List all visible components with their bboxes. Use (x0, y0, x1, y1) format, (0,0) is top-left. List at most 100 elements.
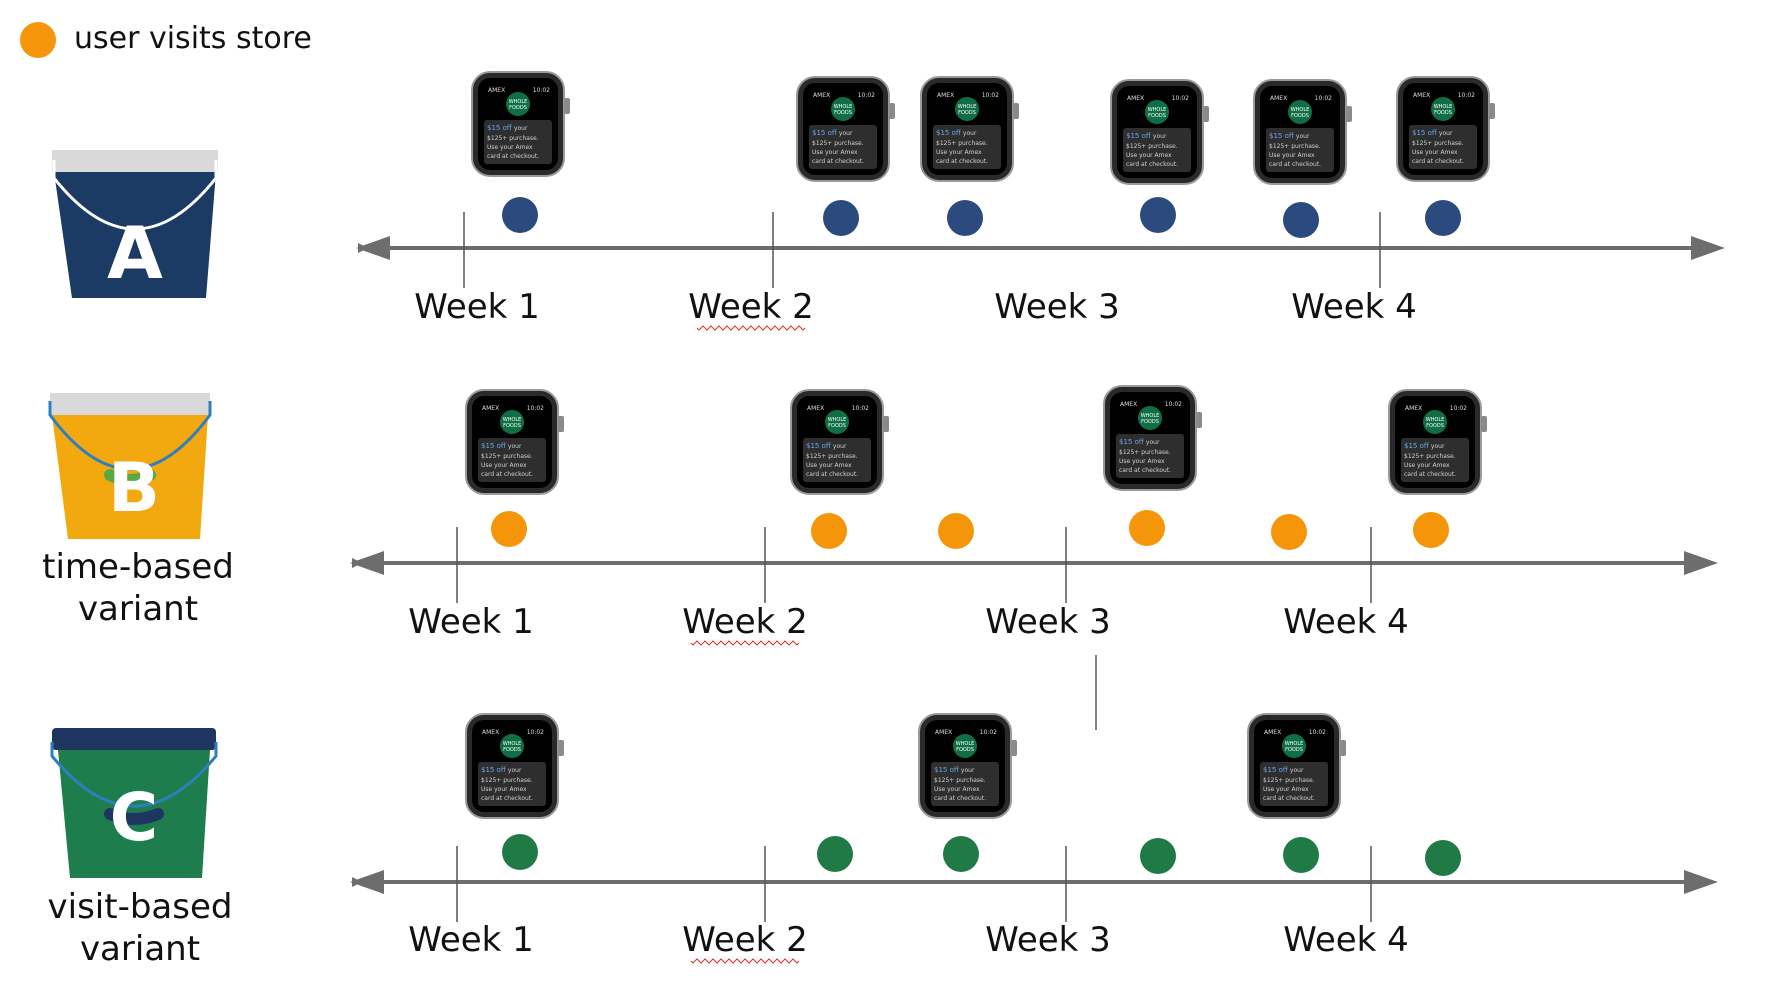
watch-offer-line1: $15 off your (1269, 132, 1310, 140)
timeline-c-visit-dot (943, 836, 979, 872)
watch-offer-line1: $15 off your (1412, 129, 1453, 137)
timeline-b-visit-dot (491, 511, 527, 547)
watch-carrier: AMEX (813, 92, 830, 99)
watch-offer-line1: $15 off your (1263, 766, 1304, 774)
watch-message-card (1260, 762, 1328, 806)
watch-message-card (931, 762, 999, 806)
whole-foods-logo-icon (506, 92, 530, 116)
watch-message-card (1401, 438, 1469, 482)
bucket-b-handle (48, 401, 212, 471)
watch-offer-highlight: $15 off (1412, 129, 1439, 137)
watch-offer-line3: Use your Amex (481, 786, 527, 793)
timeline-b-visit-dot (1271, 514, 1307, 550)
timeline-a-week-label: Week 3 (994, 287, 1120, 327)
watch-brand-line1: WHOLE (1141, 413, 1160, 419)
timeline-c-visit-dot (1425, 840, 1461, 876)
watch-brand-line2: FOODS (1426, 423, 1444, 429)
watch-offer-line3: Use your Amex (1412, 149, 1458, 156)
whole-foods-logo-icon (1423, 410, 1447, 434)
whole-foods-logo-icon (500, 410, 524, 434)
timeline-c-week-label: Week 3 (985, 920, 1111, 960)
watch-crown (1340, 740, 1346, 756)
timeline-a-visit-dot (947, 200, 983, 236)
watch-time: 10:02 (982, 92, 999, 99)
watch-offer-line1: $15 off your (812, 129, 853, 137)
timeline-b-visit-dot (1129, 510, 1165, 546)
whole-foods-logo-icon (1288, 100, 1312, 124)
watch-crown (564, 98, 570, 114)
timeline-c-visit-dot (1283, 837, 1319, 873)
watch-time: 10:02 (1172, 95, 1189, 102)
watch-brand-line2: FOODS (834, 110, 852, 116)
watch-offer-line1: $15 off your (481, 442, 522, 450)
watch-brand-line1: WHOLE (828, 417, 847, 423)
watch-crown (1013, 103, 1019, 119)
timeline-b-week-label: Week 3 (985, 602, 1111, 642)
bucket-a-icon: A (52, 150, 218, 298)
watch-time: 10:02 (527, 729, 544, 736)
bucket-a-handle (52, 160, 218, 231)
watch-crown (1489, 103, 1495, 119)
timeline-c-visit-dot (817, 836, 853, 872)
timeline-c-week-label: Week 1 (408, 920, 534, 960)
watch-offer-line2: $125+ purchase. (487, 135, 539, 142)
watch-carrier: AMEX (935, 729, 952, 736)
watch-crown (1011, 740, 1017, 756)
watch-offer-highlight: $15 off (481, 766, 508, 774)
bucket-b-rim (50, 393, 210, 415)
watch-time: 10:02 (527, 405, 544, 412)
timeline-c-visit-dot (1140, 838, 1176, 874)
watch-brand-line1: WHOLE (503, 417, 522, 423)
watch-offer-line4: card at checkout. (1126, 161, 1178, 168)
watch-offer-line2: $125+ purchase. (806, 453, 858, 460)
watch-brand-line2: FOODS (503, 423, 521, 429)
watch-brand-line1: WHOLE (1285, 741, 1304, 747)
timeline-b-arrow-left-icon (350, 551, 384, 575)
timeline-b-week-label: Week 1 (408, 602, 534, 642)
watch-crown (1203, 106, 1209, 122)
watch-brand-line2: FOODS (503, 747, 521, 753)
watch-message-card (933, 125, 1001, 169)
watch-message-card (484, 120, 552, 164)
watch-offer-line4: card at checkout. (481, 471, 533, 478)
bucket-c-letter: C (110, 779, 158, 856)
watch-offer-line3: Use your Amex (1119, 458, 1165, 465)
watch-message-card (803, 438, 871, 482)
bucket-a-rim (52, 150, 218, 172)
bucket-c-icon: C (50, 728, 218, 878)
timeline-a-visit-dot (1283, 202, 1319, 238)
watch-carrier: AMEX (1405, 405, 1422, 412)
watch-time: 10:02 (1165, 401, 1182, 408)
watch-brand-line1: WHOLE (509, 99, 528, 105)
watch-carrier: AMEX (1413, 92, 1430, 99)
watch-message-card (478, 438, 546, 482)
spellcheck-underline (690, 640, 800, 646)
watch-offer-line3: Use your Amex (1404, 462, 1450, 469)
watch-offer-line2: $125+ purchase. (1126, 143, 1178, 150)
watch-brand-line1: WHOLE (1148, 107, 1167, 113)
watch-offer-rest: your (508, 767, 522, 774)
watch-offer-rest: your (1153, 133, 1167, 140)
timeline-b-week-label: Week 4 (1283, 602, 1409, 642)
watch-offer-rest: your (1431, 443, 1445, 450)
bucket-b-icon: B (48, 393, 212, 539)
watch-brand-line2: FOODS (1291, 113, 1309, 119)
watch-brand-line2: FOODS (1141, 419, 1159, 425)
watch-offer-rest: your (963, 130, 977, 137)
watch-time: 10:02 (1458, 92, 1475, 99)
watch-offer-rest: your (1290, 767, 1304, 774)
watch-time: 10:02 (980, 729, 997, 736)
timeline-c-arrow-left-icon (350, 870, 384, 894)
watch-offer-line3: Use your Amex (1269, 152, 1315, 159)
watch-brand-line2: FOODS (509, 105, 527, 111)
watch-brand-line1: WHOLE (958, 104, 977, 110)
watch-message-card (1409, 125, 1477, 169)
